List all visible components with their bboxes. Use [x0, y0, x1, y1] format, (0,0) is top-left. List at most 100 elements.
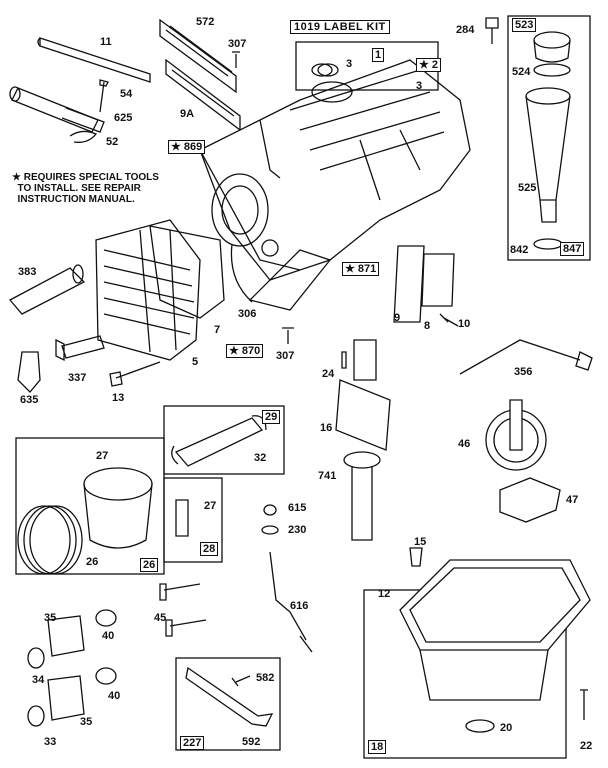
- part-356-governor: [459, 339, 593, 375]
- callout-635: 635: [20, 394, 39, 406]
- callout-337: 337: [68, 372, 87, 384]
- part-625-screw: [99, 79, 109, 113]
- callout-383: 383: [18, 266, 37, 278]
- callout-26-label: 26: [86, 556, 99, 568]
- cylinder-head: [95, 219, 201, 361]
- callout-15: 15: [414, 536, 427, 548]
- part-9-gasket: [393, 245, 425, 323]
- callout-52: 52: [106, 136, 119, 148]
- callout-572: 572: [196, 16, 215, 28]
- callout-307-lower: 307: [276, 350, 295, 362]
- callout-869: ★ 869: [168, 140, 206, 154]
- part-572-gasket: [159, 18, 237, 94]
- callout-22: 22: [580, 740, 593, 752]
- part-227-lever: [185, 666, 274, 727]
- callout-9a: 9A: [180, 108, 195, 120]
- callout-54: 54: [120, 88, 133, 100]
- callout-842: 842: [510, 244, 529, 256]
- callout-592: 592: [242, 736, 261, 748]
- callout-3-lower: 3: [416, 80, 423, 92]
- callout-32: 32: [254, 452, 267, 464]
- part-29-connecting-rod: [171, 415, 267, 467]
- part-15-plug: [409, 547, 423, 567]
- callout-2: ★ 2: [416, 58, 442, 72]
- part-33-valve: [27, 705, 45, 727]
- part-13-bolt: [109, 361, 161, 387]
- callout-615: 615: [288, 502, 307, 514]
- cylinder-block: [199, 59, 471, 311]
- part-284-screw: [485, 17, 499, 44]
- part-11-rod: [37, 37, 151, 83]
- part-45-bolt-lower: [165, 619, 207, 637]
- part-20-seal: [465, 719, 495, 733]
- part-230-washer: [261, 525, 279, 535]
- callout-34: 34: [32, 674, 45, 686]
- callout-307-upper: 307: [228, 38, 247, 50]
- part-337-plug: [55, 335, 105, 362]
- part-34-valve: [27, 647, 45, 669]
- callout-10: 10: [458, 318, 471, 330]
- oil-sump: [399, 559, 591, 701]
- callout-616: 616: [290, 600, 309, 612]
- part-46-gear: [485, 399, 547, 471]
- callout-16: 16: [320, 422, 333, 434]
- callout-523: 523: [512, 18, 537, 32]
- callout-12: 12: [378, 588, 391, 600]
- part-635-cap: [17, 351, 41, 393]
- callout-3-upper: 3: [346, 58, 353, 70]
- part-3-seal: [317, 63, 339, 77]
- part-306-gasket: [230, 243, 253, 303]
- valve-springs: [47, 615, 85, 721]
- callout-13: 13: [112, 392, 125, 404]
- callout-24: 24: [322, 368, 335, 380]
- callout-284: 284: [456, 24, 475, 36]
- callout-871: ★ 871: [342, 262, 380, 276]
- part-54-tube: [9, 86, 105, 133]
- part-40-seal-upper: [95, 609, 117, 627]
- part-383: [8, 264, 86, 315]
- part-525-tube: [525, 87, 571, 223]
- part-8-breather: [421, 253, 455, 307]
- callout-306: 306: [238, 308, 257, 320]
- part-10-tube: [439, 313, 459, 327]
- callout-8: 8: [424, 320, 431, 332]
- part-52-clip: [69, 130, 98, 143]
- callout-18: 18: [368, 740, 387, 754]
- callout-27-upper: 27: [96, 450, 109, 462]
- callout-29: 29: [262, 410, 281, 424]
- part-523-dipstick-cap: [533, 31, 571, 63]
- part-524-oring: [533, 63, 571, 77]
- callout-5: 5: [192, 356, 199, 368]
- callout-9: 9: [394, 312, 401, 324]
- callout-28: 28: [200, 542, 219, 556]
- callout-7: 7: [214, 324, 221, 336]
- part-27-pin: [175, 499, 189, 537]
- part-16-crankshaft: [335, 339, 391, 541]
- callout-870: ★ 870: [226, 344, 264, 358]
- callout-11: 11: [100, 36, 112, 48]
- callout-47: 47: [566, 494, 579, 506]
- part-615-cap: [263, 504, 277, 516]
- part-307-bolt: [282, 327, 294, 344]
- callout-356: 356: [514, 366, 533, 378]
- part-47-bracket: [499, 477, 561, 523]
- callout-20: 20: [500, 722, 513, 734]
- callout-33: 33: [44, 736, 57, 748]
- callout-26-box: 26: [140, 558, 159, 572]
- part-40-seal-lower: [95, 667, 117, 685]
- part-26-box: [15, 437, 165, 575]
- part-847-box: [507, 15, 591, 261]
- callout-227: 227: [180, 736, 205, 750]
- callout-741: 741: [318, 470, 337, 482]
- special-tools-note: ★ REQUIRES SPECIAL TOOLS TO INSTALL. SEE…: [12, 172, 159, 205]
- callout-582: 582: [256, 672, 275, 684]
- callout-625: 625: [114, 112, 133, 124]
- part-26-rings: [17, 505, 83, 575]
- part-307-screw: [232, 51, 240, 68]
- label-kit-title: 1019 LABEL KIT: [290, 20, 390, 34]
- part-22-screw: [580, 689, 588, 720]
- part-24-key: [341, 351, 347, 369]
- part-7-gasket: [149, 225, 225, 319]
